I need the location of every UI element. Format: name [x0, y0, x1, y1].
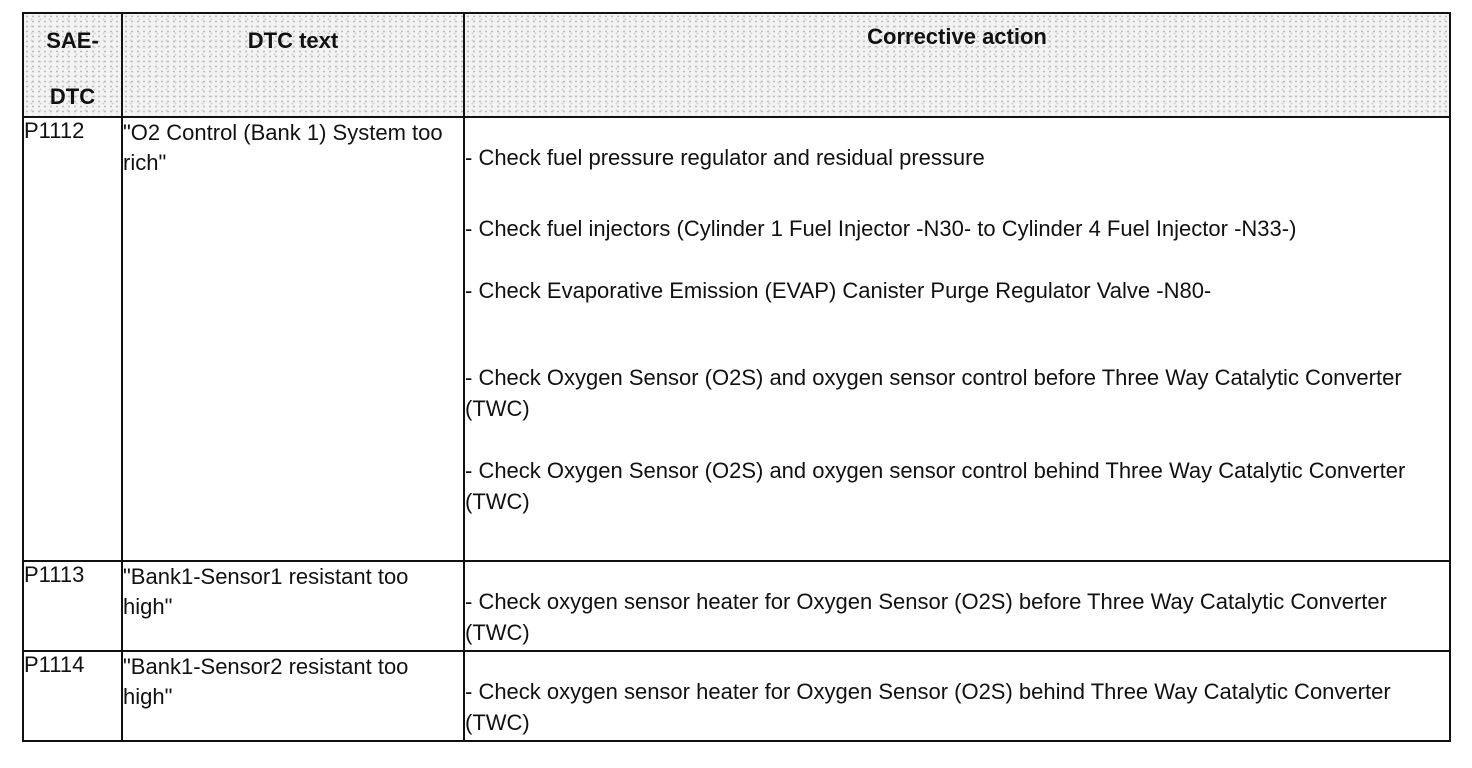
dtc-table: SAE- DTC DTC text Corrective action P111… [22, 12, 1451, 742]
corrective-actions: - Check fuel pressure regulator and resi… [463, 116, 1451, 562]
header-dtc-text: DTC text [121, 12, 465, 118]
table-row: P1114 "Bank1-Sensor2 resistant too high"… [22, 650, 1451, 742]
corrective-actions: - Check oxygen sensor heater for Oxygen … [463, 560, 1451, 652]
action-item: - Check Oxygen Sensor (O2S) and oxygen s… [465, 365, 1402, 421]
dtc-description: "O2 Control (Bank 1) System too rich" [121, 116, 465, 562]
dtc-description: "Bank1-Sensor2 resistant too high" [121, 650, 465, 742]
corrective-actions: - Check oxygen sensor heater for Oxygen … [463, 650, 1451, 742]
table-row: P1113 "Bank1-Sensor1 resistant too high"… [22, 560, 1451, 652]
action-item: - Check Oxygen Sensor (O2S) and oxygen s… [465, 458, 1406, 514]
action-item: - Check fuel injectors (Cylinder 1 Fuel … [465, 216, 1297, 241]
dtc-code: P1114 [22, 650, 123, 742]
header-sae-line1: SAE- [46, 28, 99, 53]
table-header: SAE- DTC DTC text Corrective action [22, 12, 1451, 118]
action-item: - Check fuel pressure regulator and resi… [465, 145, 985, 170]
action-item: - Check oxygen sensor heater for Oxygen … [465, 679, 1391, 735]
table-row: P1112 "O2 Control (Bank 1) System too ri… [22, 116, 1451, 562]
header-sae-line2: DTC [49, 84, 96, 109]
header-row: SAE- DTC DTC text Corrective action [22, 12, 1451, 118]
table-body: P1112 "O2 Control (Bank 1) System too ri… [22, 116, 1451, 742]
dtc-code: P1112 [22, 116, 123, 562]
dtc-code: P1113 [22, 560, 123, 652]
header-dtc-text-label: DTC text [247, 28, 339, 53]
header-corrective-action: Corrective action [463, 12, 1451, 118]
header-sae-dtc: SAE- DTC [22, 12, 123, 118]
dtc-description: "Bank1-Sensor1 resistant too high" [121, 560, 465, 652]
header-corrective-action-label: Corrective action [867, 24, 1047, 49]
action-item: - Check oxygen sensor heater for Oxygen … [465, 589, 1387, 645]
action-item: - Check Evaporative Emission (EVAP) Cani… [465, 278, 1212, 303]
